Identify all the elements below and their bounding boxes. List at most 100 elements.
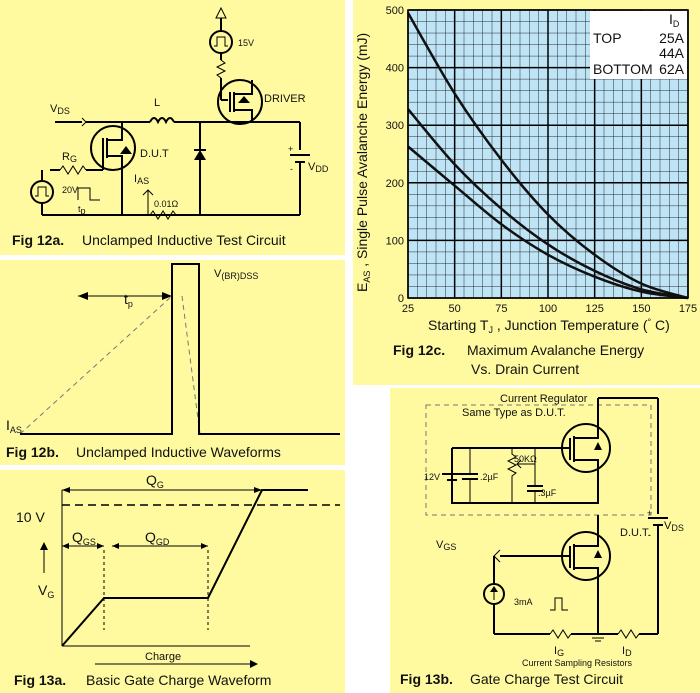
x-tick-0: 25 xyxy=(402,303,414,315)
label-dut: D.U.T. xyxy=(620,527,651,539)
dut-mosfet-icon xyxy=(90,125,136,171)
label-vbr: V xyxy=(214,268,222,280)
label-20v: 20V xyxy=(62,185,78,195)
label-id: I xyxy=(622,645,625,657)
pulse-shape-icon xyxy=(550,597,568,611)
driver-mosfet-icon xyxy=(217,79,263,125)
label-15v: 15V xyxy=(238,38,254,48)
pulse-source-20v-icon xyxy=(30,180,54,204)
pulse-shape-icon xyxy=(77,187,100,201)
label-dut: D.U.T xyxy=(140,148,169,160)
label-vg-sub: G xyxy=(47,590,54,600)
svg-text:IAS: IAS xyxy=(6,417,22,435)
x-tick-3: 100 xyxy=(539,303,557,315)
voltage-pulse xyxy=(20,263,340,435)
rg-resistor-icon xyxy=(59,165,87,175)
label-l: L xyxy=(154,97,160,109)
svg-text:V(BR)DSS: V(BR)DSS xyxy=(214,268,258,281)
label-vds: V xyxy=(664,520,672,532)
svg-text:VDS: VDS xyxy=(664,520,684,533)
label-vgs: V xyxy=(436,539,444,551)
label-tp: t xyxy=(78,204,81,214)
svg-text:ID: ID xyxy=(622,645,632,658)
pulse-source-15v-icon xyxy=(209,30,233,54)
label-vds-sub: DS xyxy=(57,106,70,116)
x-tick-6: 175 xyxy=(679,303,697,315)
svg-text:VDS: VDS xyxy=(50,103,70,116)
fig12c-caption-line2: Vs. Drain Current xyxy=(471,361,579,377)
fig12c-title: Fig 12c. xyxy=(393,342,445,358)
series-line-25A xyxy=(406,12,689,300)
fig13b-caption: Gate Charge Test Circuit xyxy=(470,671,623,687)
svg-text:VDD: VDD xyxy=(308,161,329,174)
fig13a-waveform: QG 10 V QGS QGD VG Charge Fig 13a. Basic… xyxy=(14,472,340,688)
label-pot: 50KΩ xyxy=(514,454,537,464)
label-res: 0.01Ω xyxy=(154,199,179,209)
svg-text:QGD: QGD xyxy=(145,529,170,547)
label-ias: I xyxy=(6,417,10,433)
label-vg: V xyxy=(38,582,48,598)
label-csr: Current Sampling Resistors xyxy=(522,658,633,668)
label-rg-sub: G xyxy=(70,154,77,164)
label-driver: DRIVER xyxy=(264,93,306,105)
x-tick-4: 125 xyxy=(585,303,603,315)
label-reg2: Same Type as D.U.T. xyxy=(462,407,566,419)
y-tick-3: 300 xyxy=(386,120,404,132)
fig12c-caption-line1: Maximum Avalanche Energy xyxy=(467,342,644,358)
vdd-plus: + xyxy=(288,144,293,154)
fig12b-waveform: V(BR)DSS tp IAS Fig 12b. Unclamped Induc… xyxy=(6,263,340,460)
label-vbr-sub: (BR)DSS xyxy=(221,271,258,281)
legend-header: I xyxy=(669,11,673,27)
vdd-minus: - xyxy=(290,164,293,174)
x-tick-2: 75 xyxy=(495,303,507,315)
vds-plus: + xyxy=(647,508,652,518)
svg-text:IG: IG xyxy=(554,645,564,658)
fig13b-title: Fig 13b. xyxy=(400,671,453,687)
fig13b-panel: Current Regulator Same Type as D.U.T. 12… xyxy=(390,388,700,693)
label-qgs-sub: GS xyxy=(83,537,96,547)
svg-text:RG: RG xyxy=(62,151,77,164)
svg-text:IAS: IAS xyxy=(134,173,149,186)
label-ias-sub: AS xyxy=(10,425,22,435)
legend-row-2-label: BOTTOM xyxy=(593,61,653,77)
fig12b-title: Fig 12b. xyxy=(6,444,59,460)
series-line-62A xyxy=(407,145,689,300)
id-resistor-icon xyxy=(617,629,640,639)
label-qgs: Q xyxy=(72,529,83,545)
regulator-box xyxy=(425,404,652,516)
label-10v: 10 V xyxy=(16,509,45,525)
label-qgd-sub: GD xyxy=(156,537,170,547)
supply-arrow-icon xyxy=(215,6,227,19)
y-tick-2: 200 xyxy=(386,178,404,190)
clamp-diode-icon xyxy=(194,150,206,160)
fig13a-caption: Basic Gate Charge Waveform xyxy=(86,672,271,688)
fig12a-title: Fig 12a. xyxy=(12,232,64,248)
current-ramp xyxy=(19,295,173,435)
label-charge: Charge xyxy=(145,651,181,663)
series-line-44A xyxy=(407,108,689,300)
legend-row-0-label: TOP xyxy=(593,30,622,46)
y-tick-0: 0 xyxy=(398,293,404,305)
legend-row-1-value: 44A xyxy=(659,45,685,61)
svg-text:ID: ID xyxy=(669,11,680,29)
label-rg: R xyxy=(62,151,70,163)
label-qg: Q xyxy=(146,472,157,488)
fig12a-caption: Unclamped Inductive Test Circuit xyxy=(82,232,286,248)
svg-text:QGS: QGS xyxy=(72,529,96,547)
label-qgd: Q xyxy=(145,529,156,545)
legend-box xyxy=(590,11,687,79)
driver-gate-resistor-icon xyxy=(215,59,227,79)
pot-50k-icon xyxy=(506,448,518,503)
label-12v: 12V xyxy=(424,472,440,482)
fig12a-circuit: 15V DRIVER VDS L + - VDD xyxy=(12,6,329,248)
fig12b-panel: V(BR)DSS tp IAS Fig 12b. Unclamped Induc… xyxy=(0,260,345,465)
fig12a-panel: 15V DRIVER VDS L + - VDD xyxy=(0,0,345,255)
label-vdd: V xyxy=(308,161,316,173)
label-tp: t xyxy=(124,291,128,307)
label-ias: I xyxy=(134,173,137,185)
label-3ma: 3mA xyxy=(514,597,533,607)
label-tp-sub: p xyxy=(81,206,86,216)
label-id-sub: D xyxy=(625,648,632,658)
